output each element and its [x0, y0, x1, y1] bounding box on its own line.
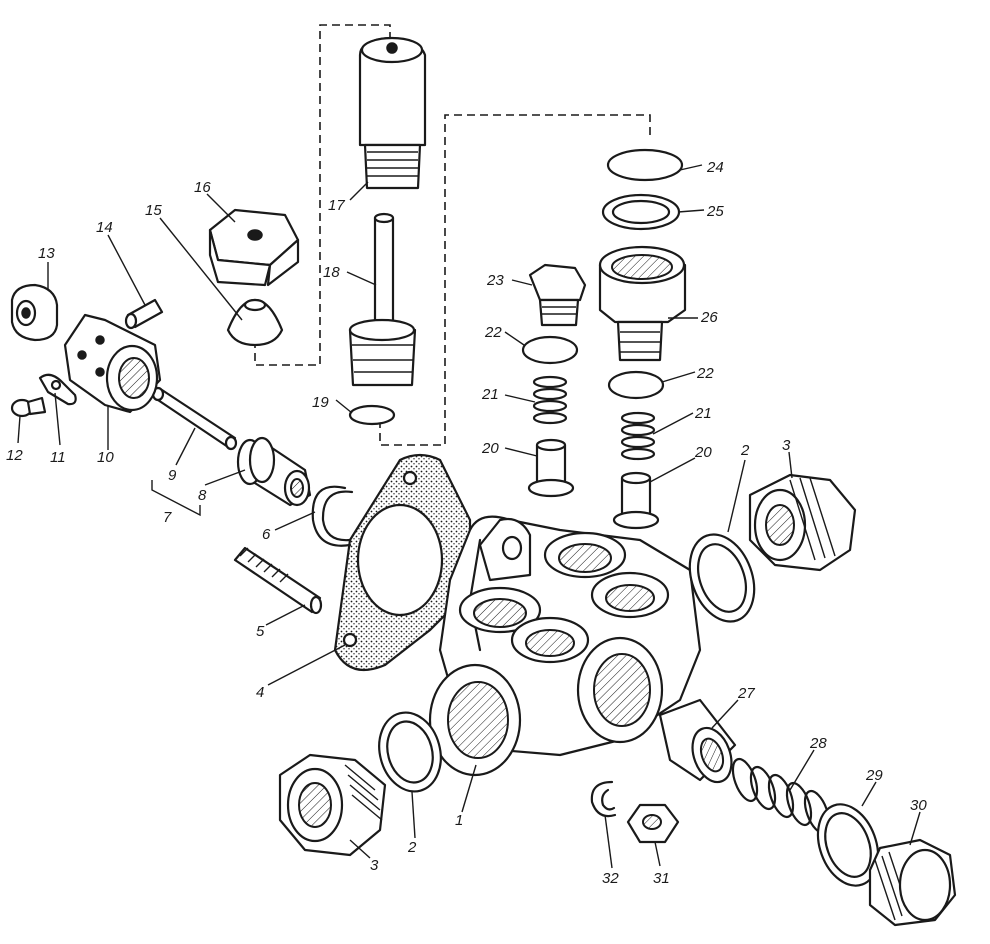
part-labels: 1 2 2 3 3 4 5 6 7 8 9 10 11 12 13 14 15 … [6, 159, 927, 887]
label-23: 23 [486, 272, 504, 289]
part-8-valve-seat [236, 436, 312, 507]
part-21-spring-left [532, 375, 568, 425]
part-23-vent-plug [528, 263, 587, 327]
label-26: 26 [700, 309, 718, 326]
part-26-fitting [598, 245, 687, 362]
part-20-valve-right [612, 471, 660, 530]
part-2-seal-right [688, 533, 756, 623]
part-19-o-ring [348, 404, 396, 426]
part-29-washer [816, 803, 880, 887]
part-27-sleeve [658, 698, 737, 784]
part-4-gasket [333, 453, 472, 672]
part-18-valve-stem [348, 212, 417, 387]
label-32: 32 [602, 870, 619, 887]
part-21-spring-right [620, 411, 656, 461]
label-15: 15 [145, 202, 162, 219]
label-3-right: 3 [782, 437, 791, 454]
label-20-right: 20 [694, 444, 712, 461]
part-11-lock-tab [38, 373, 77, 406]
part-3-plug-left [278, 753, 387, 857]
label-1: 1 [455, 812, 463, 829]
label-28: 28 [809, 735, 827, 752]
part-15-cone [226, 298, 284, 347]
label-19: 19 [312, 394, 329, 411]
label-8: 8 [198, 487, 207, 504]
label-21-right: 21 [694, 405, 712, 422]
label-25: 25 [706, 203, 724, 220]
part-2-seal-left [378, 711, 442, 793]
part-28-spring [731, 757, 831, 835]
part-5-stud [233, 546, 323, 615]
assembly-guide-lines [254, 24, 651, 446]
part-24-ring [606, 148, 684, 182]
label-6: 6 [262, 526, 271, 543]
label-17: 17 [328, 197, 345, 214]
part-1-housing [428, 515, 702, 777]
part-17-nozzle-body [358, 36, 427, 190]
part-6-snap-ring [311, 485, 354, 547]
label-14: 14 [96, 219, 113, 236]
label-2-right: 2 [740, 442, 750, 459]
label-13: 13 [38, 245, 55, 262]
part-25-gasket [601, 193, 681, 231]
part-10-lever-body [63, 313, 162, 414]
label-11: 11 [50, 449, 66, 466]
label-18: 18 [323, 264, 340, 281]
label-24: 24 [706, 159, 724, 176]
part-3-plug-right [748, 473, 857, 572]
part-9-pin [151, 386, 238, 451]
part-7-bracket [151, 480, 201, 517]
leader-lines [17, 164, 921, 869]
part-12-screw [10, 396, 47, 418]
label-16: 16 [194, 179, 211, 196]
part-22-seal-right [607, 370, 665, 400]
label-21-left: 21 [481, 386, 499, 403]
part-20-valve-left [527, 438, 575, 498]
part-16-block [208, 208, 300, 287]
part-32-lock-washer [590, 780, 617, 818]
label-29: 29 [865, 767, 883, 784]
label-10: 10 [97, 449, 114, 466]
label-20-left: 20 [481, 440, 499, 457]
label-12: 12 [6, 447, 23, 464]
label-22-right: 22 [696, 365, 714, 382]
part-31-nut [626, 803, 680, 844]
label-7: 7 [163, 509, 172, 526]
label-27: 27 [737, 685, 755, 702]
label-9: 9 [168, 467, 177, 484]
label-31: 31 [653, 870, 670, 887]
label-3-left: 3 [370, 857, 379, 874]
part-13-cap [10, 283, 59, 342]
label-30: 30 [910, 797, 927, 814]
label-5: 5 [256, 623, 265, 640]
label-2-left: 2 [407, 839, 417, 856]
part-22-seal-left [521, 335, 579, 365]
label-22-left: 22 [484, 324, 502, 341]
part-14-dowel-pin [124, 298, 164, 330]
label-4: 4 [256, 684, 264, 701]
part-30-end-plug [868, 838, 957, 927]
